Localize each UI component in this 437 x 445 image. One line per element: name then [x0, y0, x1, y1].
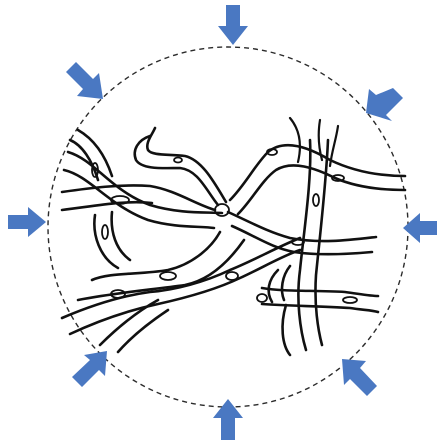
arrow-top-right-icon	[366, 88, 403, 121]
vessel-strand	[290, 118, 300, 162]
vessel-segment	[92, 232, 220, 280]
vessel-segment	[62, 202, 152, 210]
vessel-segment	[118, 310, 168, 352]
vessel-segment	[238, 165, 405, 214]
nucleus	[102, 225, 108, 239]
vessel-segment	[269, 270, 278, 302]
vessel-segment	[112, 212, 130, 260]
nucleus	[343, 297, 357, 303]
vessel-segment	[262, 288, 378, 296]
vessel-segment	[283, 305, 290, 355]
arrow-bottom-left-icon	[72, 351, 107, 387]
cell-nuclei	[92, 149, 357, 303]
nucleus	[160, 272, 176, 280]
vessel-strand	[330, 126, 338, 166]
arrow-left-icon	[8, 207, 46, 237]
arrow-bottom-right-icon	[342, 359, 377, 396]
arrow-top-left-icon	[66, 62, 103, 99]
nucleus	[257, 294, 267, 302]
nucleus	[313, 194, 319, 206]
vessel-segment	[262, 304, 378, 312]
vessel-network	[62, 118, 405, 355]
vessel-segment	[282, 266, 290, 300]
compression-arrows	[8, 5, 437, 440]
arrow-bottom-icon	[213, 399, 243, 440]
nucleus	[226, 272, 238, 280]
vessel-segment	[228, 212, 376, 241]
nucleus	[174, 158, 182, 163]
vessel-segment	[147, 128, 226, 202]
arrow-top-icon	[218, 5, 248, 45]
